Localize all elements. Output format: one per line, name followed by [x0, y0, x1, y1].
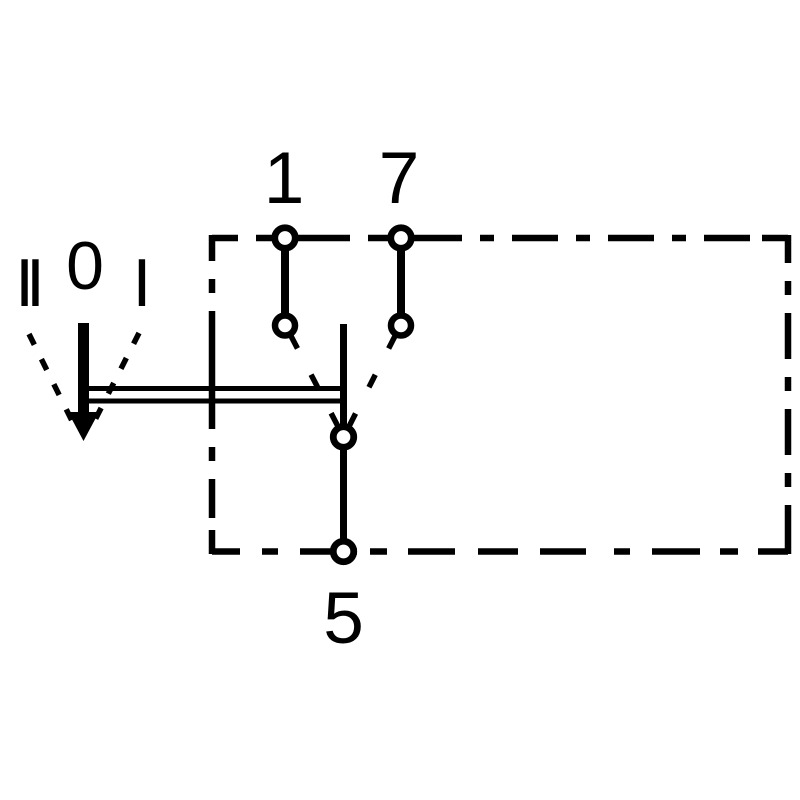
- lever-travel-lines: [26, 331, 142, 431]
- terminal-1-label: 1: [264, 138, 305, 219]
- contact-1-lower-circle: [271, 312, 299, 339]
- terminal-7-circle: [387, 224, 415, 252]
- terminal-circles: [271, 224, 415, 566]
- fixed-contact-arms: [281, 244, 405, 320]
- actuator-arrow-icon: [68, 323, 99, 441]
- alternate-contact-position-lines: [288, 334, 398, 427]
- contact-position-line-7: [347, 334, 398, 427]
- actuator-coupling-bar: [80, 386, 346, 404]
- position-i-label: I: [133, 245, 152, 321]
- terminal-1-circle: [271, 224, 299, 252]
- dashed-boundary-box: [208, 234, 792, 555]
- contact-7-lower-circle: [387, 312, 415, 339]
- terminal-5-circle: [329, 537, 358, 566]
- actuator-arrow-head: [68, 412, 99, 441]
- position-0-label: 0: [66, 228, 104, 304]
- travel-line-position-i: [89, 331, 142, 428]
- lever-pivot-circle: [329, 423, 358, 451]
- terminal-7-label: 7: [379, 138, 420, 219]
- terminal-5-label: 5: [323, 578, 364, 659]
- travel-line-position-ii: [26, 332, 79, 431]
- contact-position-line-1: [288, 334, 340, 427]
- position-ii-label: II: [15, 245, 39, 321]
